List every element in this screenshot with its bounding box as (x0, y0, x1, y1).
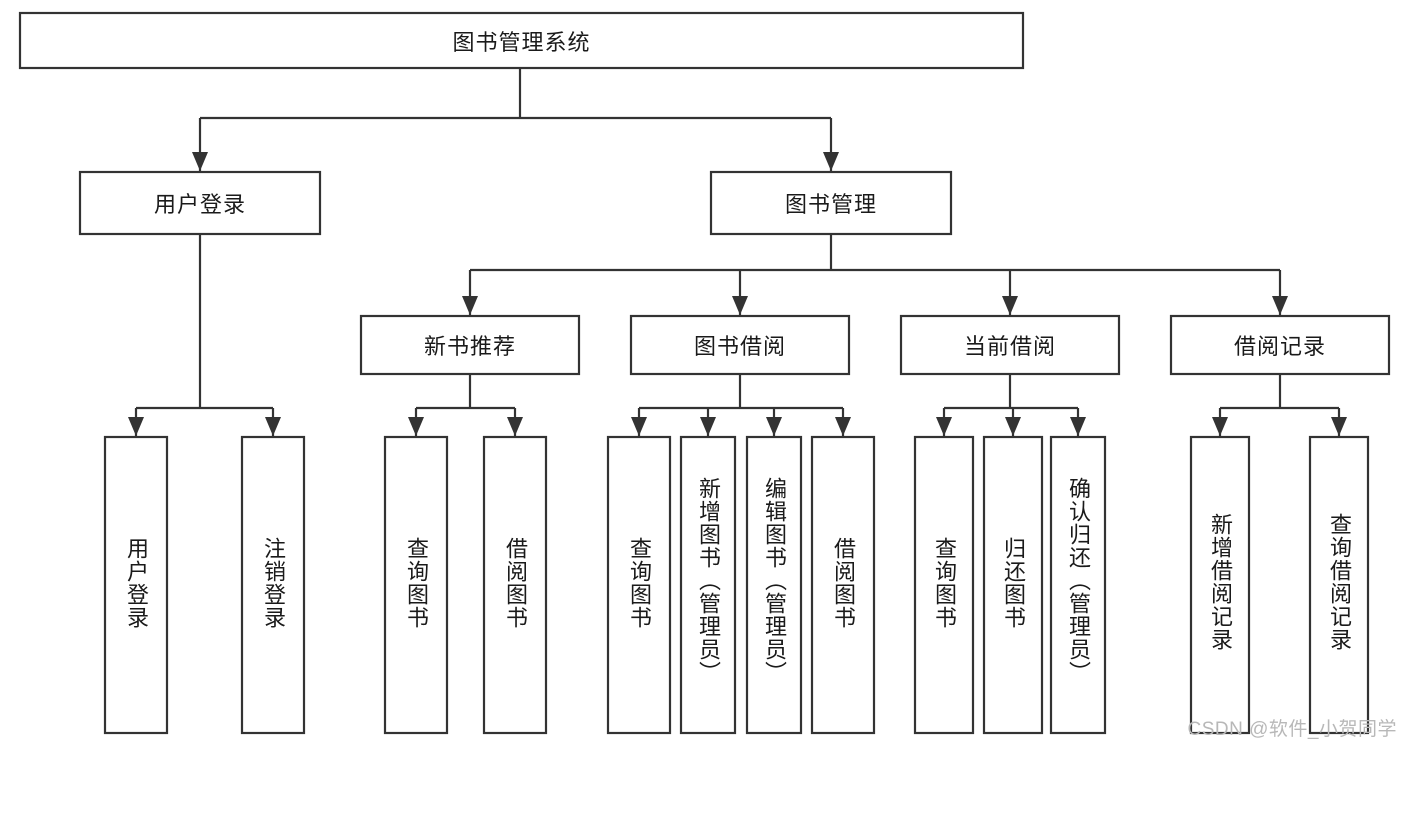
arrow-head-icon (128, 417, 144, 436)
arrow-head-icon (1331, 417, 1347, 436)
node-leaf-3[interactable] (482, 435, 548, 735)
arrow-head-icon (700, 417, 716, 436)
node-level2-3[interactable] (1169, 314, 1391, 376)
arrow-head-icon (766, 417, 782, 436)
arrow-head-icon (1005, 417, 1021, 436)
node-leaf-9[interactable] (982, 435, 1044, 735)
flowchart-diagram: 图书管理系统用户登录图书管理新书推荐图书借阅当前借阅借阅记录用户登录注销登录查询… (18, 11, 1397, 740)
node-level1-1[interactable] (709, 170, 953, 236)
node-level1-0[interactable] (78, 170, 322, 236)
node-level2-2[interactable] (899, 314, 1121, 376)
arrow-head-icon (1002, 296, 1018, 315)
arrow-head-icon (936, 417, 952, 436)
node-leaf-12[interactable] (1308, 435, 1370, 735)
node-leaf-1[interactable] (240, 435, 306, 735)
connector-edges-group (128, 68, 1347, 436)
node-level2-0[interactable] (359, 314, 581, 376)
arrow-head-icon (1070, 417, 1086, 436)
watermark-text: CSDN @软件_小贺同学 (1187, 719, 1397, 740)
node-root-图书管理系统[interactable] (18, 11, 1025, 70)
arrow-head-icon (835, 417, 851, 436)
arrow-head-icon (1212, 417, 1228, 436)
arrow-head-icon (1272, 296, 1288, 315)
flowchart-canvas (18, 11, 1391, 735)
node-leaf-5[interactable] (679, 435, 737, 735)
arrow-head-icon (462, 296, 478, 315)
node-boxes-group (18, 11, 1391, 735)
node-leaf-11[interactable] (1189, 435, 1251, 735)
node-leaf-7[interactable] (810, 435, 876, 735)
arrow-head-icon (265, 417, 281, 436)
node-leaf-8[interactable] (913, 435, 975, 735)
arrow-head-icon (192, 152, 208, 171)
arrow-head-icon (732, 296, 748, 315)
node-leaf-10[interactable] (1049, 435, 1107, 735)
node-leaf-4[interactable] (606, 435, 672, 735)
arrow-head-icon (408, 417, 424, 436)
node-level2-1[interactable] (629, 314, 851, 376)
node-leaf-0[interactable] (103, 435, 169, 735)
arrow-head-icon (631, 417, 647, 436)
arrow-head-icon (823, 152, 839, 171)
node-leaf-2[interactable] (383, 435, 449, 735)
node-leaf-6[interactable] (745, 435, 803, 735)
arrow-head-icon (507, 417, 523, 436)
